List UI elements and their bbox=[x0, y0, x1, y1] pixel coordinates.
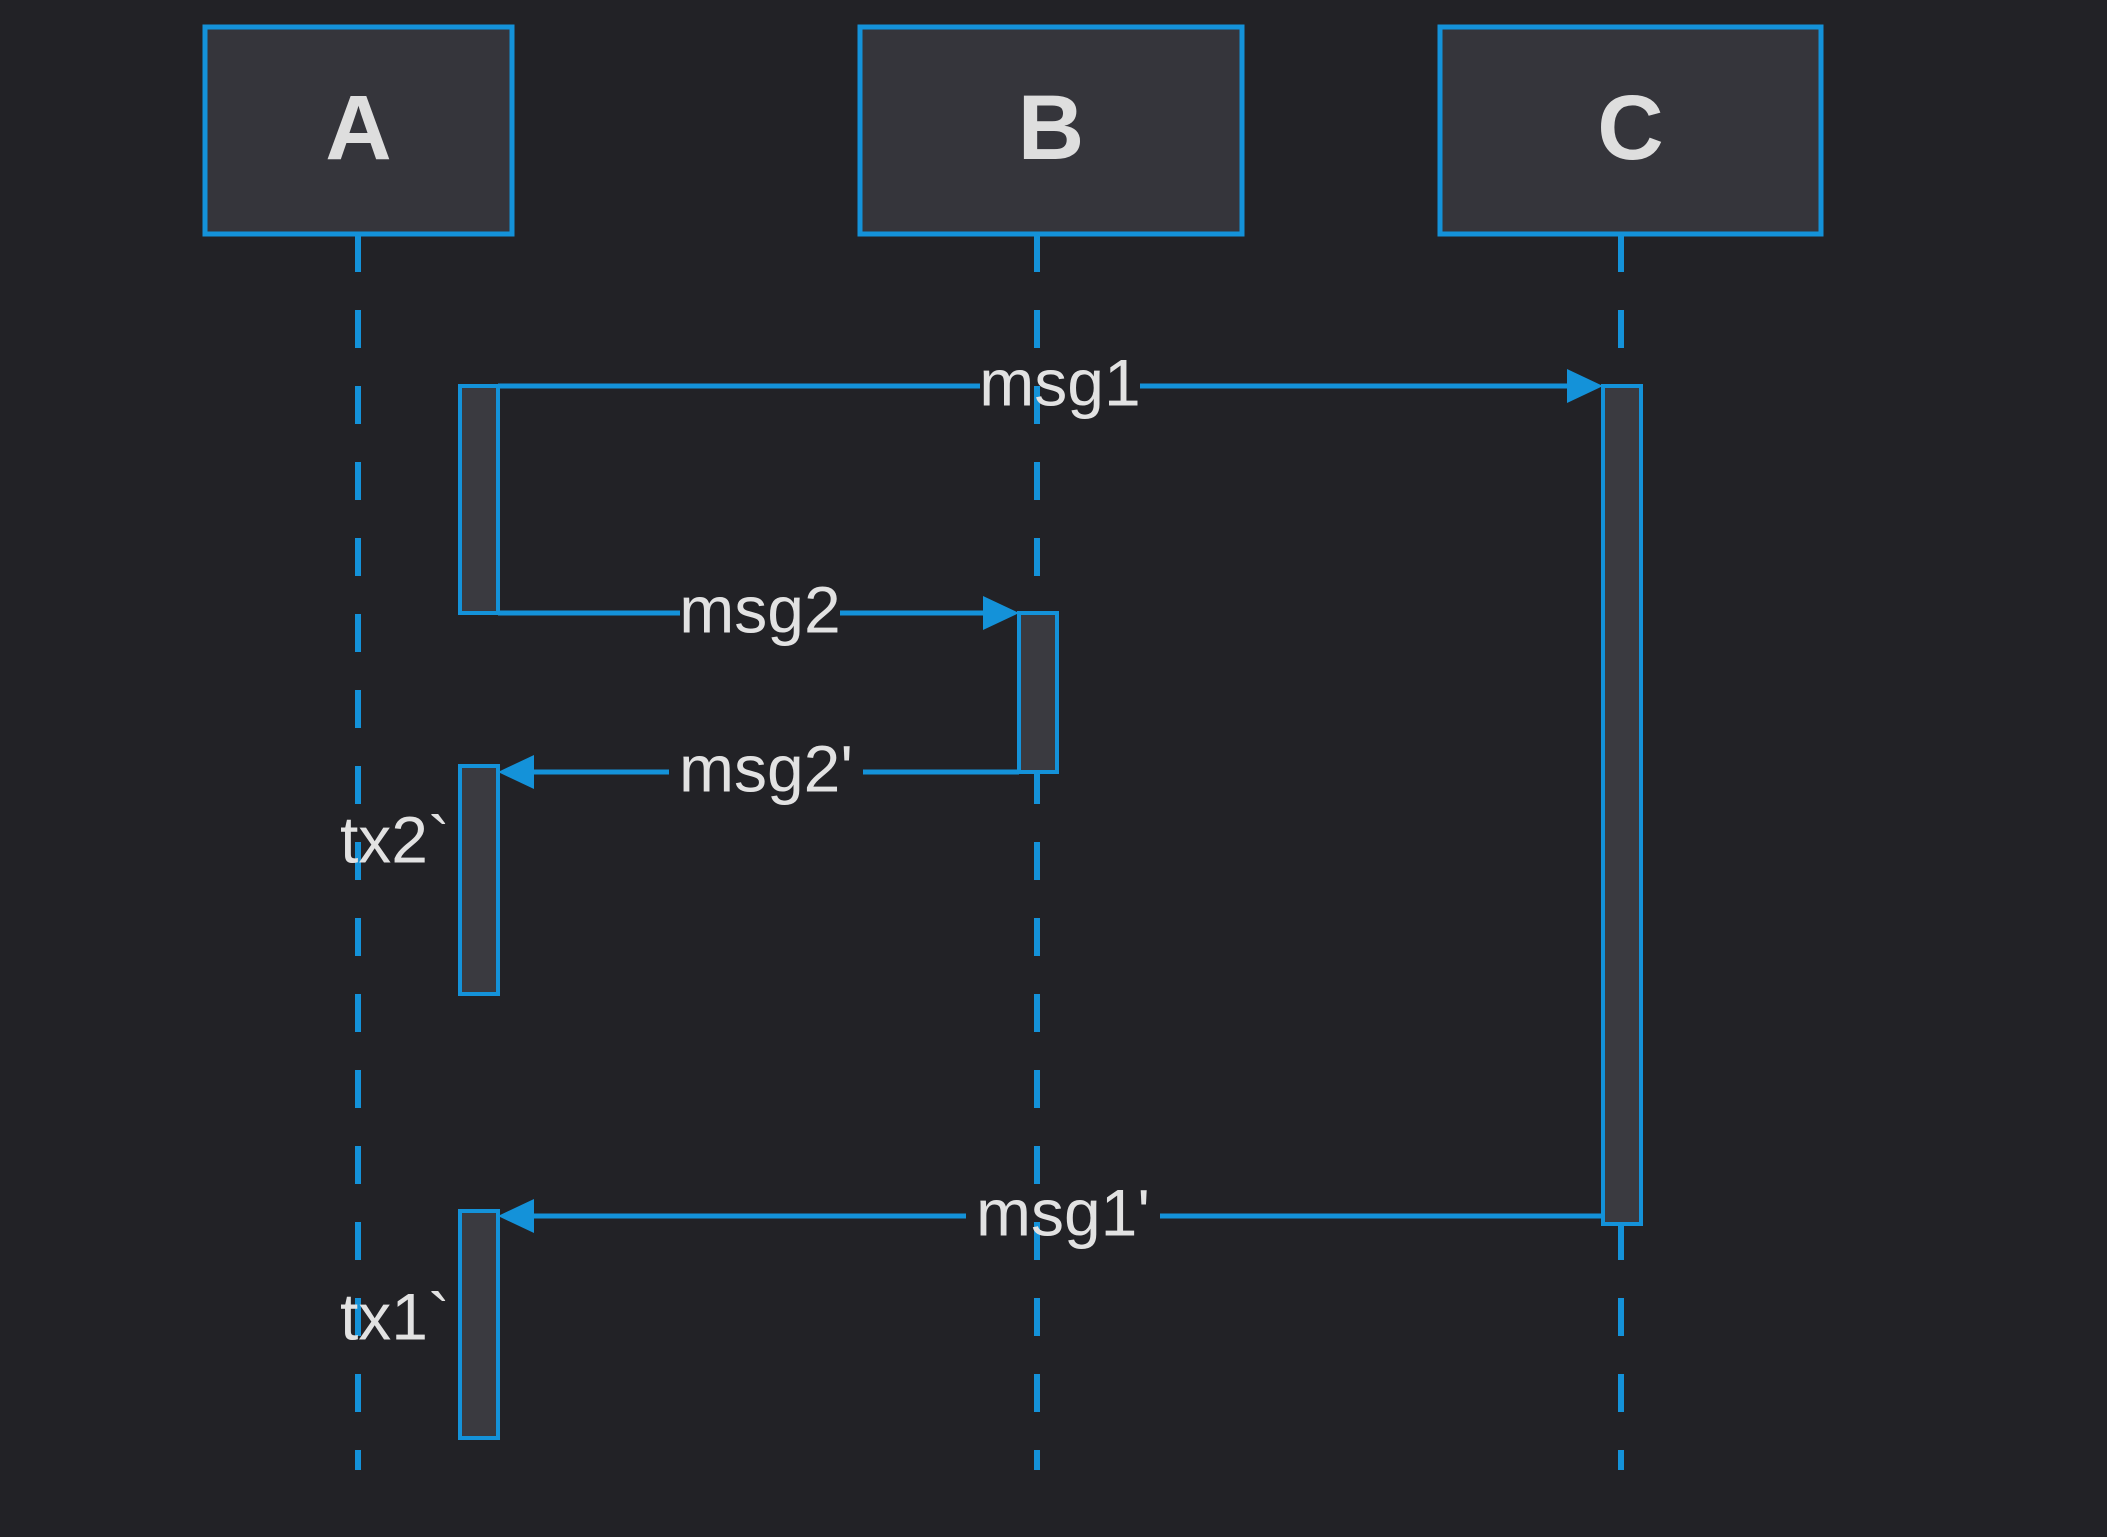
participant-a[interactable]: A bbox=[202, 24, 515, 237]
message-label: msg2' bbox=[679, 731, 853, 805]
message-label: msg2 bbox=[679, 572, 840, 646]
participant-label: C bbox=[1597, 77, 1663, 179]
note-tx2: tx2` bbox=[340, 802, 450, 876]
participant-box bbox=[202, 24, 515, 237]
message-m1[interactable]: msg1 bbox=[498, 345, 1603, 419]
note-tx1: tx1` bbox=[340, 1279, 450, 1353]
activation-bar-a bbox=[458, 764, 500, 996]
message-arrowhead bbox=[498, 1199, 534, 1233]
message-arrowhead bbox=[498, 755, 534, 789]
message-m2[interactable]: msg2 bbox=[498, 572, 1019, 646]
activation-bar-a bbox=[458, 384, 500, 615]
participant-b[interactable]: B bbox=[857, 24, 1245, 237]
participant-label: B bbox=[1018, 77, 1084, 179]
message-m1r[interactable]: msg1' bbox=[498, 1175, 1603, 1249]
participants-layer: A B C bbox=[202, 24, 1824, 237]
participant-c[interactable]: C bbox=[1437, 24, 1824, 237]
activation-bar-a bbox=[458, 1209, 500, 1440]
activation-bar-b bbox=[1017, 611, 1059, 774]
participant-box bbox=[1437, 24, 1824, 237]
participant-label: A bbox=[325, 77, 391, 179]
messages-layer: msg1 msg2 msg2' msg1' bbox=[498, 345, 1603, 1249]
activations-layer bbox=[458, 384, 1643, 1440]
message-m2r[interactable]: msg2' bbox=[498, 731, 1019, 805]
notes-layer: tx2` tx1` bbox=[340, 802, 450, 1353]
message-label: msg1' bbox=[976, 1175, 1150, 1249]
participant-box bbox=[857, 24, 1245, 237]
message-label: msg1 bbox=[979, 345, 1140, 419]
message-arrowhead bbox=[1567, 369, 1603, 403]
message-arrowhead bbox=[983, 596, 1019, 630]
activation-bar-c bbox=[1601, 384, 1643, 1226]
